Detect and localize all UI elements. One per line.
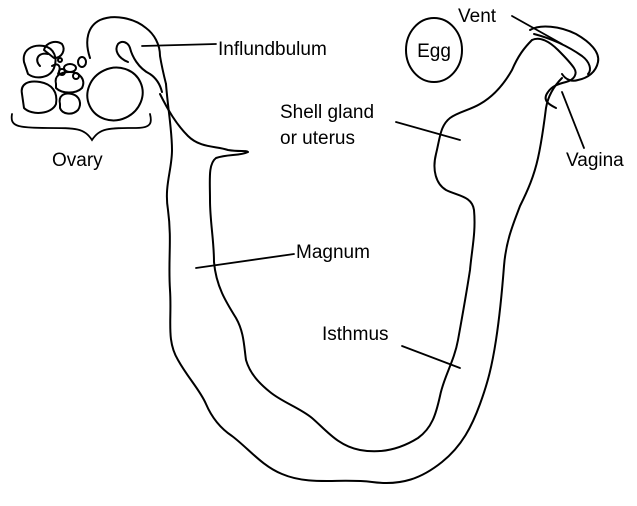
egg-label: Egg xyxy=(417,41,451,62)
oviduct-outer-wall xyxy=(166,78,562,483)
isthmus-label: Isthmus xyxy=(322,324,389,345)
infundibulum-inner xyxy=(116,42,162,92)
ovary-follicle xyxy=(60,93,80,113)
ovary-follicle xyxy=(79,59,152,130)
vagina-shape xyxy=(532,39,576,108)
vent-label: Vent xyxy=(458,6,497,27)
ovary-follicle xyxy=(73,73,79,79)
ovary-label: Ovary xyxy=(52,150,103,171)
ovary-follicle xyxy=(44,42,64,58)
vent-leader xyxy=(512,16,562,44)
magnum-leader xyxy=(196,254,294,268)
ovary-follicle xyxy=(24,46,56,78)
magnum-label: Magnum xyxy=(296,242,370,263)
shell-gland-label-line2: or uterus xyxy=(280,128,355,149)
infundibulum-label: Influndbulum xyxy=(218,39,327,60)
ovary-follicle xyxy=(78,57,86,67)
ovary-bracket xyxy=(12,114,151,140)
vagina-label: Vagina xyxy=(566,150,624,171)
isthmus-leader xyxy=(402,346,460,368)
shell-gland-label-line1: Shell gland xyxy=(280,102,374,123)
ovary-follicle xyxy=(22,82,57,113)
infundibulum-leader xyxy=(142,44,216,46)
ovary-cluster-outline xyxy=(37,54,59,74)
ovary-follicle xyxy=(58,58,62,62)
vagina-leader xyxy=(562,92,584,148)
shell-gland-leader xyxy=(396,122,460,140)
